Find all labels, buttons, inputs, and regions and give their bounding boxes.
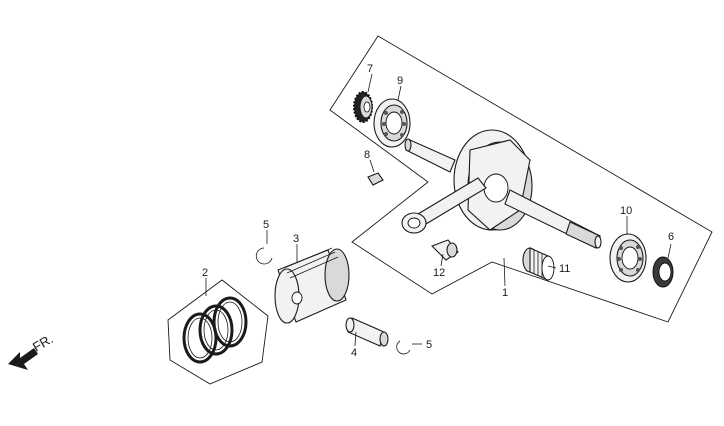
callout-3: 3 — [293, 233, 299, 245]
callout-10: 10 — [620, 205, 632, 217]
callout-7: 7 — [367, 63, 373, 75]
piston-rings-part — [182, 296, 248, 364]
piston-part — [274, 247, 350, 324]
callout-12: 12 — [433, 267, 445, 279]
piston-pin-part — [345, 317, 389, 347]
callout-11: 11 — [559, 263, 570, 275]
leader-1 — [503, 257, 506, 287]
oil-seal-part — [652, 256, 674, 288]
piston-pin-clip-upper-part — [255, 247, 273, 265]
leader-6 — [667, 243, 672, 259]
callout-9: 9 — [397, 75, 403, 87]
piston-ring-group-frame — [167, 279, 269, 385]
callout-6: 6 — [668, 231, 674, 243]
woodruff-key-part — [367, 172, 384, 186]
leader-4 — [354, 331, 357, 347]
leader-12 — [440, 253, 444, 267]
crankshaft-group-frame — [329, 35, 713, 323]
callout-1: 1 — [502, 287, 508, 299]
piston-pin-clip-lower-part — [396, 340, 411, 355]
callout-5-lower: 5 — [426, 339, 432, 351]
callout-8: 8 — [364, 149, 370, 161]
needle-bearing-part — [522, 247, 555, 281]
bearing-left-part — [373, 98, 411, 148]
leader-7 — [367, 73, 373, 93]
callout-4: 4 — [351, 347, 357, 359]
bearing-right-part — [609, 233, 647, 283]
leader-8 — [369, 159, 375, 173]
callout-2: 2 — [202, 267, 208, 279]
crank-pin-part — [431, 239, 459, 261]
crankshaft-part — [401, 129, 602, 249]
front-direction-arrow — [8, 348, 38, 370]
leader-11 — [547, 265, 557, 269]
callout-5-upper: 5 — [263, 219, 269, 231]
gear-part — [353, 91, 373, 123]
leader-9 — [397, 85, 402, 101]
